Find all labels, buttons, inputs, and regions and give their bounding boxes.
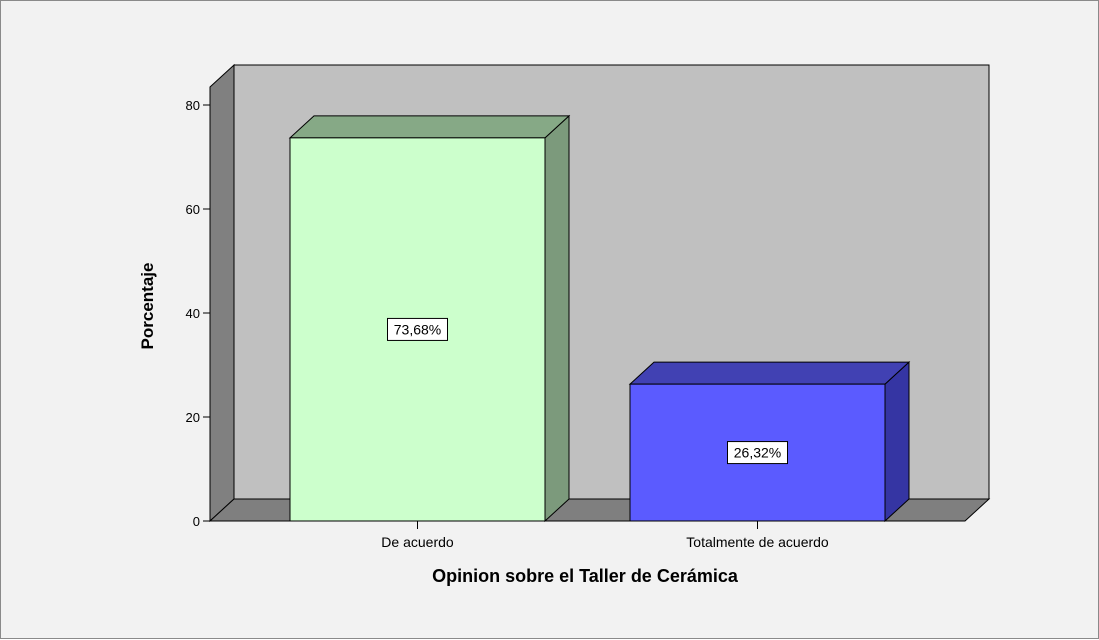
x-tick-label: De acuerdo: [381, 534, 454, 550]
y-tick-label: 80: [186, 98, 200, 113]
y-axis-title: Porcentaje: [138, 263, 157, 350]
y-tick-label: 60: [186, 202, 200, 217]
data-label: 26,32%: [734, 445, 781, 461]
bar-side: [544, 114, 570, 523]
bar-top: [628, 361, 911, 385]
bar-top: [288, 115, 571, 139]
data-label-box: [727, 441, 788, 465]
x-tick-label: Totalmente de acuerdo: [686, 534, 829, 550]
y-tick-label: 40: [186, 306, 200, 321]
bar: 26,32%: [628, 360, 911, 523]
y-tick-label: 20: [186, 410, 200, 425]
data-label: 73,68%: [394, 321, 441, 337]
bars-group: 73,68% 26,32%: [288, 114, 911, 523]
side-wall: [209, 63, 235, 523]
data-label-box: [387, 317, 448, 341]
y-axis: 0 20 40 60 80: [186, 87, 211, 529]
bar-side: [884, 360, 910, 523]
x-axis-title: Opinion sobre el Taller de Cerámica: [432, 566, 739, 586]
bar: 73,68%: [288, 114, 571, 523]
x-axis-categories: De acuerdo Totalmente de acuerdo: [381, 521, 829, 550]
y-tick-label: 0: [193, 514, 200, 529]
